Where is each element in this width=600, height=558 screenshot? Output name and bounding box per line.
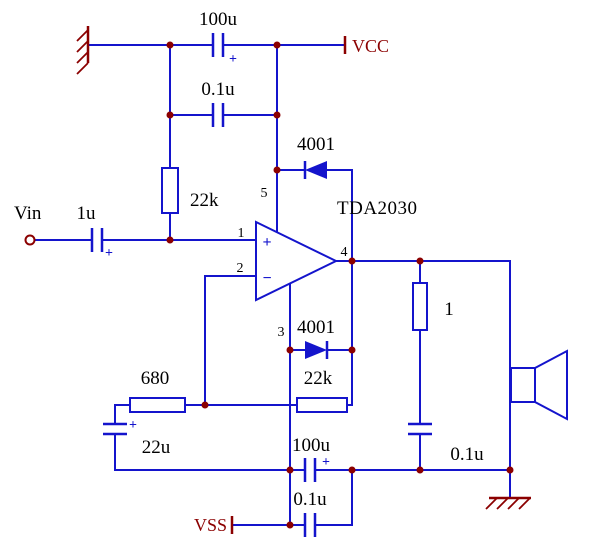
junction-dot — [348, 466, 356, 474]
capacitor-1u-polarity: + — [105, 246, 113, 261]
capacitor-100u-top-polarity: + — [229, 52, 237, 67]
speaker-symbol — [510, 349, 568, 421]
diode-4001-bottom: 4001 — [297, 317, 335, 359]
opamp-tda2030: + − TDA2030 1 2 3 4 5 — [237, 186, 418, 340]
vin-port: Vin — [14, 203, 42, 246]
capacitor-100u-top-label: 100u — [199, 9, 238, 30]
pin-4-label: 4 — [341, 245, 348, 260]
resistor-22k-feedback-label: 22k — [304, 368, 333, 389]
capacitor-1u-label: 1u — [77, 203, 97, 224]
pin-5-label: 5 — [261, 186, 268, 201]
opamp-inverting-sign: − — [262, 270, 271, 287]
junction-dot — [273, 166, 281, 174]
vss-terminal: VSS — [194, 515, 234, 535]
capacitor-01u-zobel: 0.1u — [408, 422, 484, 465]
vin-label: Vin — [14, 203, 42, 224]
capacitor-01u-bottom: 0.1u — [293, 489, 327, 537]
vss-label: VSS — [194, 515, 227, 535]
wire-segments — [34, 44, 511, 526]
capacitor-22u-label: 22u — [142, 437, 171, 458]
ground-symbol-top-left — [76, 26, 90, 75]
pin-2-label: 2 — [237, 261, 244, 276]
junction-dot — [286, 346, 294, 354]
opamp-triangle — [255, 220, 339, 302]
junction-dot — [416, 257, 424, 265]
capacitor-100u-bottom-label: 100u — [292, 435, 331, 456]
opamp-noninverting-sign: + — [262, 234, 271, 251]
capacitor-100u-top: 100u + — [199, 9, 238, 67]
resistor-1-zobel: 1 — [412, 282, 454, 331]
input-port-circle — [24, 234, 36, 246]
diode-4001-bottom-label: 4001 — [297, 317, 335, 338]
speaker-horn — [534, 349, 568, 421]
capacitor-1u-input: 1u + — [77, 203, 114, 261]
diode-4001-top: 4001 — [297, 134, 335, 179]
resistor-22k-bias-label: 22k — [190, 190, 219, 211]
junction-dot — [166, 111, 174, 119]
junction-dot — [273, 41, 281, 49]
diode-4001-top-label: 4001 — [297, 134, 335, 155]
junction-dot — [166, 236, 174, 244]
capacitor-100u-bottom-polarity: + — [322, 455, 330, 470]
capacitor-01u-bottom-label: 0.1u — [293, 489, 327, 510]
vcc-label: VCC — [352, 36, 389, 56]
resistor-22k-feedback: 22k — [296, 368, 348, 413]
junction-dot — [286, 521, 294, 529]
capacitor-01u-top-label: 0.1u — [201, 79, 235, 100]
pin-1-label: 1 — [238, 226, 245, 241]
capacitor-22u: 22u + — [103, 418, 171, 458]
capacitor-22u-polarity: + — [129, 418, 137, 433]
junction-dots — [166, 41, 514, 529]
junction-dot — [506, 466, 514, 474]
ground-symbol-bottom-right — [485, 496, 531, 510]
junction-dot — [201, 401, 209, 409]
capacitor-100u-bottom: 100u + — [292, 435, 331, 482]
resistor-22k-bias: 22k — [161, 167, 219, 214]
resistor-680-label: 680 — [141, 368, 170, 389]
capacitor-01u-top: 0.1u — [201, 79, 235, 127]
junction-dot — [273, 111, 281, 119]
junction-dot — [166, 41, 174, 49]
ic-name-label: TDA2030 — [337, 198, 418, 219]
junction-dot — [416, 466, 424, 474]
junction-dot — [348, 346, 356, 354]
junction-dot — [348, 257, 356, 265]
pin-3-label: 3 — [278, 325, 285, 340]
capacitor-01u-zobel-label: 0.1u — [450, 444, 484, 465]
resistor-1-label: 1 — [444, 299, 454, 320]
resistor-680: 680 — [129, 368, 186, 413]
vcc-terminal: VCC — [343, 36, 389, 56]
speaker-body — [510, 367, 536, 403]
junction-dot — [286, 466, 294, 474]
